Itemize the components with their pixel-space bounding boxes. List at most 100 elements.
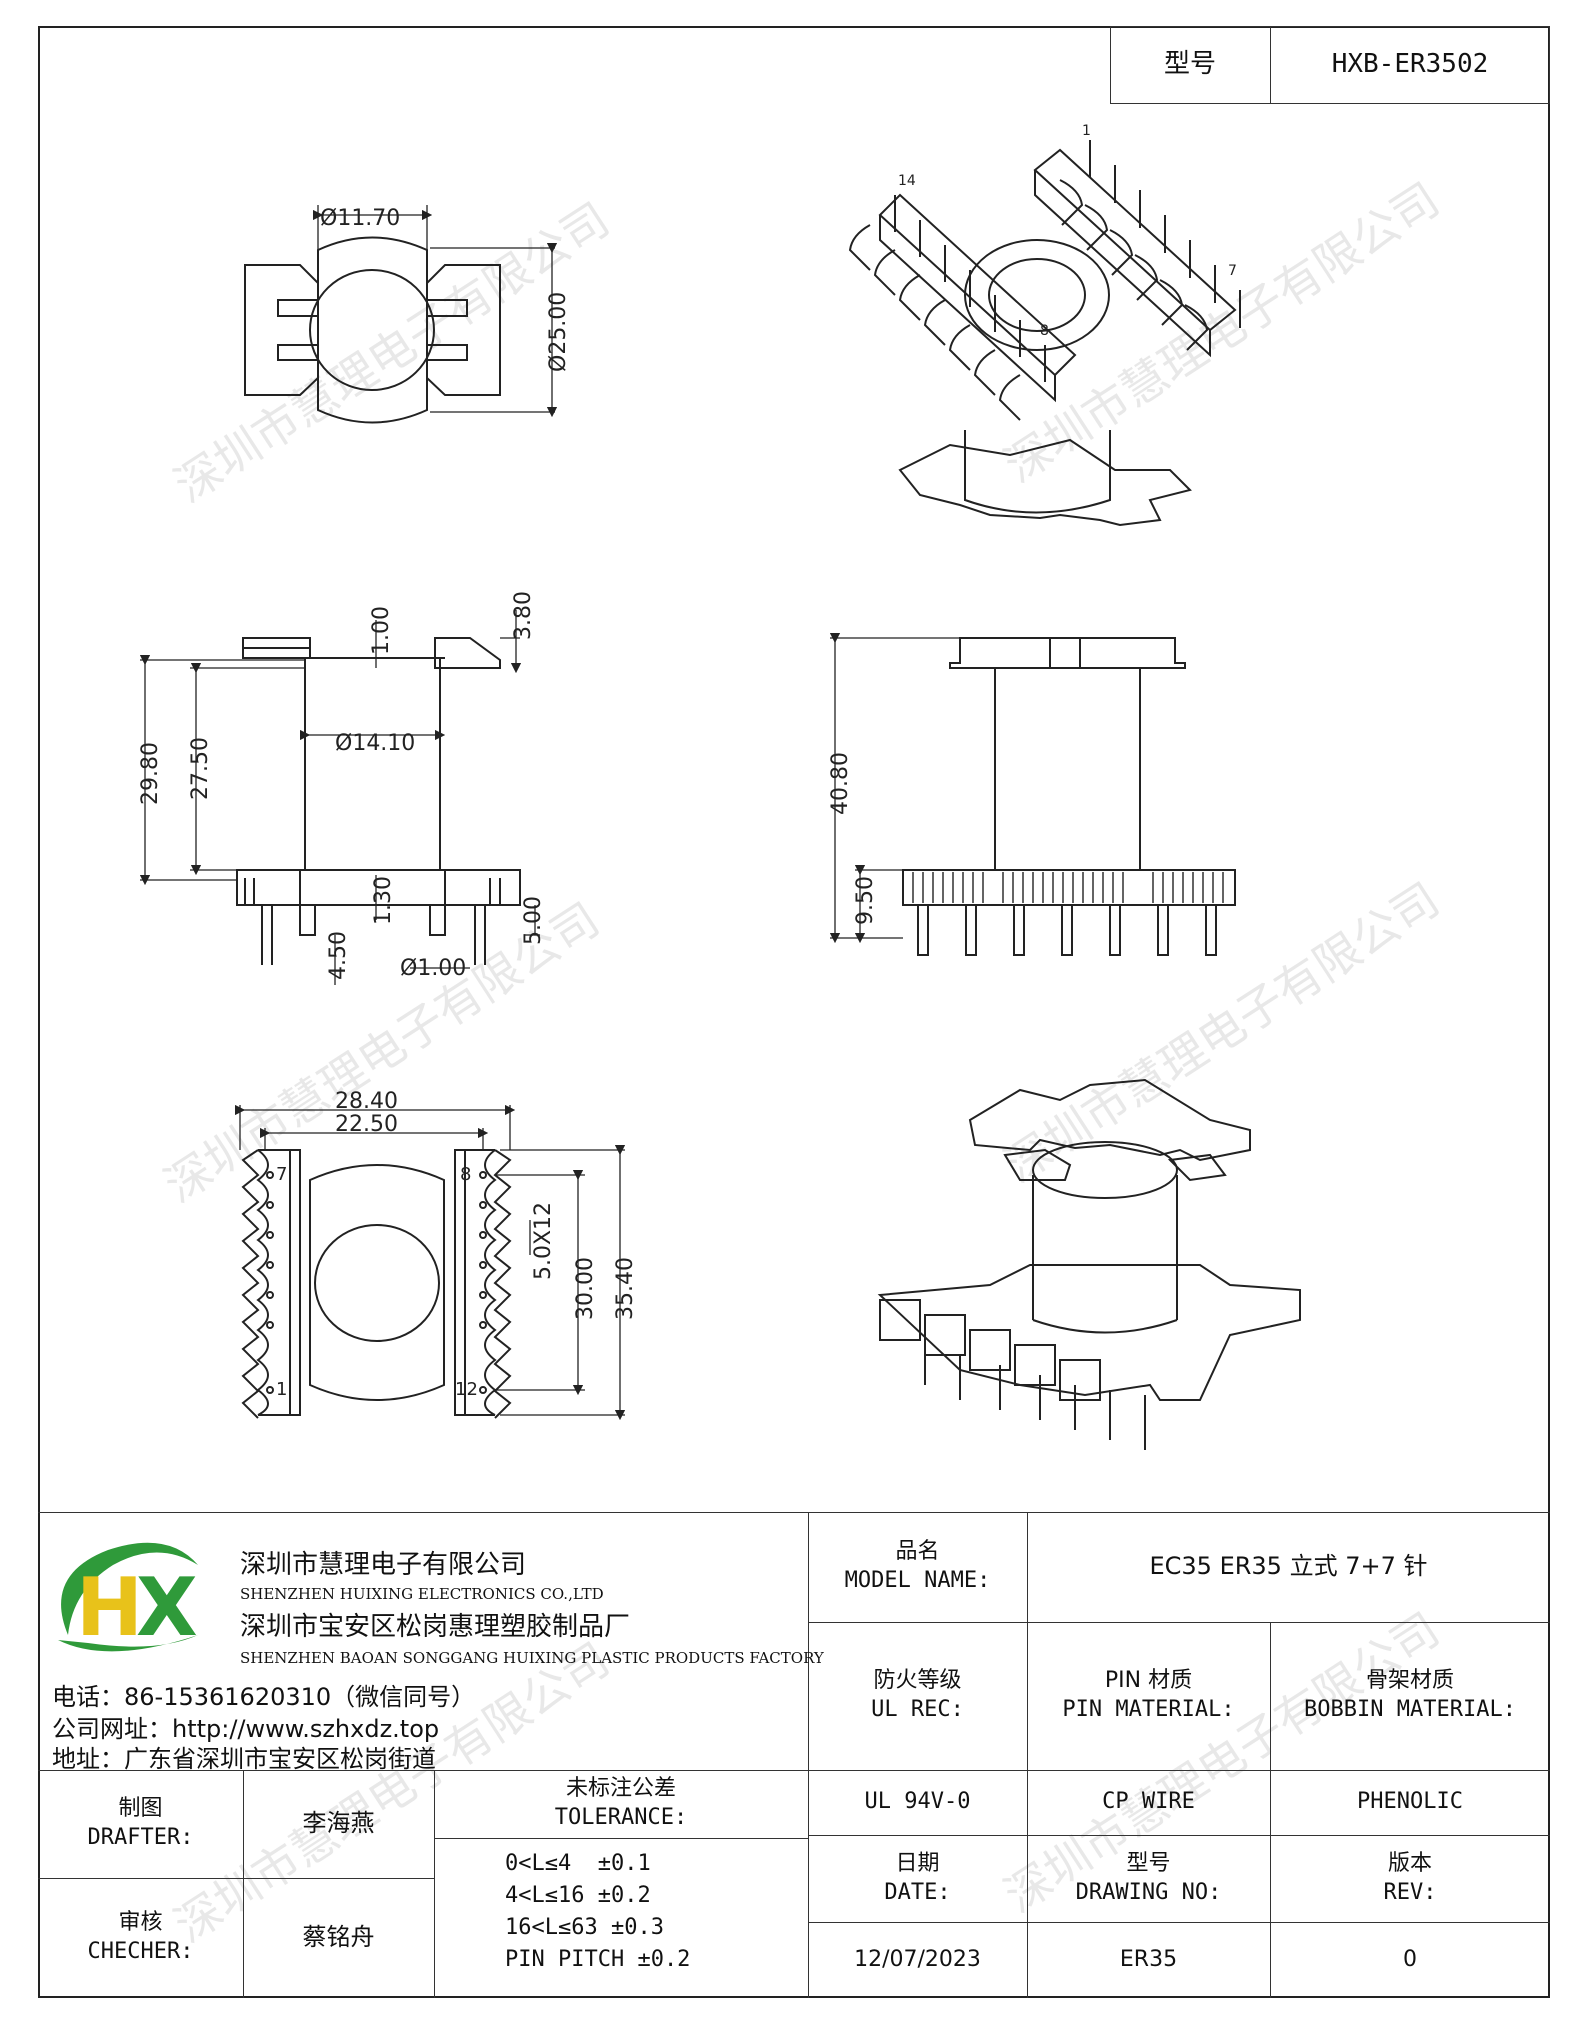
rev-label: 版本 REV: xyxy=(1270,1835,1550,1922)
date-en: DATE: xyxy=(884,1879,951,1905)
drawing-no-value: ER35 xyxy=(1119,1946,1178,1972)
date-cn: 日期 xyxy=(895,1850,940,1876)
title-block-line xyxy=(808,1922,1550,1923)
rev-value: 0 xyxy=(1403,1946,1417,1972)
ul-rec-en: UL REC: xyxy=(871,1697,964,1722)
dim-front-h7: 5.00 xyxy=(521,896,546,945)
dim-front-h9: Ø1.00 xyxy=(400,956,466,981)
bobbin-material-cn: 骨架材质 xyxy=(1365,1668,1454,1694)
drafter-value: 李海燕 xyxy=(302,1809,375,1838)
side-view xyxy=(902,637,1236,956)
date-value: 12/07/2023 xyxy=(854,1946,981,1972)
iso-view-bottom xyxy=(877,1078,1301,1450)
drafter-en: DRAFTER: xyxy=(87,1825,194,1850)
dim-front-h3: Ø14.10 xyxy=(335,731,415,756)
dim-side-h2: 9.50 xyxy=(853,876,878,925)
drawing-no-cn: 型号 xyxy=(1126,1850,1171,1876)
dim-bottom-h2: 30.00 xyxy=(573,1257,598,1320)
dim-bottom-h1: 5.0X12 xyxy=(531,1202,556,1280)
pin-material-cn: PIN 材质 xyxy=(1104,1668,1193,1694)
header-model-box xyxy=(1110,26,1550,104)
header-model-label: 型号 xyxy=(1163,49,1216,80)
svg-text:X: X xyxy=(136,1561,198,1654)
bottom-view xyxy=(241,1149,512,1419)
drawing-no-label: 型号 DRAWING NO: xyxy=(1027,1835,1270,1922)
title-block-line xyxy=(808,1835,1550,1836)
iso-pin-14: 14 xyxy=(898,173,916,189)
dim-side-h1: 40.80 xyxy=(828,752,853,815)
title-block-line xyxy=(434,1838,808,1839)
top-view xyxy=(244,236,501,424)
tolerance-line: 4<L≤16 ±0.2 xyxy=(505,1883,651,1908)
dim-bottom-w2: 22.50 xyxy=(335,1112,398,1137)
title-block-line xyxy=(808,1622,1550,1623)
dim-front-h6: 1.30 xyxy=(371,876,396,925)
ul-rec-cn: 防火等级 xyxy=(873,1668,962,1694)
dim-front-h2: 1.00 xyxy=(369,606,394,655)
tolerance-line: 0<L≤4 ±0.1 xyxy=(505,1851,651,1876)
header-divider xyxy=(1270,26,1271,104)
title-block-line xyxy=(1270,1622,1271,1998)
front-view-dims xyxy=(139,610,540,985)
iso-pin-7: 7 xyxy=(1228,263,1237,279)
model-name-label: 品名 MODEL NAME: xyxy=(808,1512,1027,1622)
front-view xyxy=(236,637,521,965)
factory-name-cn: 深圳市宝安区松岗惠理塑胶制品厂 xyxy=(240,1612,631,1642)
tolerance-cn: 未标注公差 xyxy=(565,1776,676,1802)
drawing-sheet xyxy=(38,26,1550,1998)
company-website[interactable]: 公司网址：http://www.szhxdz.top xyxy=(52,1715,440,1743)
pin-label-12: 12 xyxy=(455,1379,478,1400)
title-block-line xyxy=(434,1770,435,1998)
bottom-view-dims xyxy=(234,1104,626,1421)
iso-pins-right xyxy=(1059,140,1241,351)
dim-front-h5: 27.50 xyxy=(188,737,213,800)
iso-pins-left xyxy=(848,195,1046,421)
drafter-label: 制图 DRAFTER: xyxy=(38,1770,243,1878)
title-block-top-line xyxy=(38,1512,1550,1513)
bobbin-material-value: PHENOLIC xyxy=(1357,1789,1463,1815)
title-block-line xyxy=(808,1512,809,1998)
svg-text:H: H xyxy=(76,1561,143,1654)
dim-front-h1: 3.80 xyxy=(511,591,536,640)
pin-label-1: 1 xyxy=(276,1379,287,1400)
checker-cn: 审核 xyxy=(118,1910,163,1936)
pin-material-label: PIN 材质 PIN MATERIAL: xyxy=(1027,1622,1270,1770)
iso-pin-1: 1 xyxy=(1082,123,1091,139)
top-view-dims xyxy=(312,205,558,418)
factory-name-en: SHENZHEN BAOAN SONGGANG HUIXING PLASTIC … xyxy=(240,1649,824,1667)
checker-value: 蔡铭舟 xyxy=(302,1923,375,1952)
pin-label-7: 7 xyxy=(276,1164,287,1185)
tolerance-en: TOLERANCE: xyxy=(554,1805,688,1830)
company-phone: 电话：86-15361620310（微信同号） xyxy=(52,1683,476,1711)
iso-pin-8: 8 xyxy=(1040,323,1049,339)
bobbin-material-label: 骨架材质 BOBBIN MATERIAL: xyxy=(1270,1622,1550,1770)
title-block-line xyxy=(38,1878,434,1879)
ul-rec-value: UL 94V-0 xyxy=(864,1789,971,1815)
pin-label-8: 8 xyxy=(460,1164,471,1185)
iso-view-top xyxy=(878,148,1237,527)
company-name-en: SHENZHEN HUIXING ELECTRONICS CO.,LTD xyxy=(240,1585,604,1603)
title-block-line xyxy=(1027,1512,1028,1998)
date-label: 日期 DATE: xyxy=(808,1835,1027,1922)
drawing-no-en: DRAWING NO: xyxy=(1075,1879,1222,1905)
technical-drawings: Ø11.70 Ø25.00 3.80 1.00 Ø14.10 29.80 27.… xyxy=(138,123,1301,1450)
dim-front-h8: 4.50 xyxy=(326,931,351,980)
dim-front-h4: 29.80 xyxy=(138,742,163,805)
dim-top-d2: Ø25.00 xyxy=(546,292,571,372)
tolerance-line: PIN PITCH ±0.2 xyxy=(505,1947,691,1972)
side-view-dims xyxy=(829,632,960,944)
model-name-en: MODEL NAME: xyxy=(844,1568,991,1593)
drafter-cn: 制图 xyxy=(118,1796,163,1822)
pin-material-en: PIN MATERIAL: xyxy=(1062,1697,1235,1722)
bobbin-material-en: BOBBIN MATERIAL: xyxy=(1304,1697,1516,1722)
header-model-value: HXB-ER3502 xyxy=(1331,49,1489,80)
dim-bottom-w1: 28.40 xyxy=(335,1089,398,1114)
model-name-value: EC35 ER35 立式 7+7 针 xyxy=(1149,1552,1428,1581)
model-name-cn: 品名 xyxy=(895,1539,940,1565)
rev-cn: 版本 xyxy=(1387,1850,1432,1876)
pin-material-value: CP WIRE xyxy=(1102,1789,1195,1815)
tolerance-label: 未标注公差 TOLERANCE: xyxy=(434,1770,808,1838)
title-block-line xyxy=(38,1770,1550,1771)
checker-label: 审核 CHECHER: xyxy=(38,1878,243,1998)
checker-en: CHECHER: xyxy=(87,1939,194,1964)
